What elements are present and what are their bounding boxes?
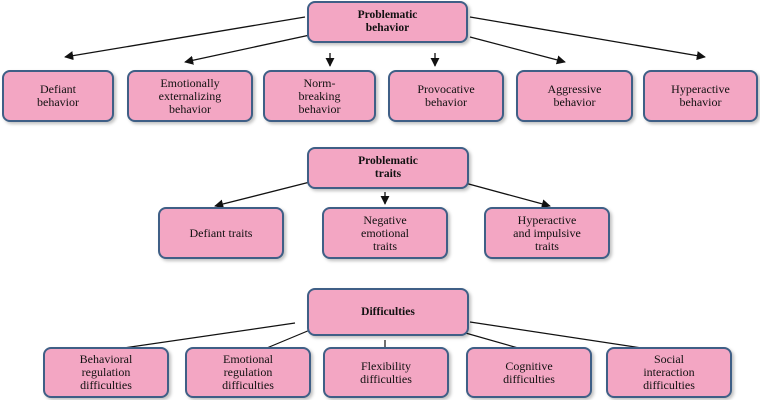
difficulties-label: Difficulties [361,305,415,318]
arrow-aggressive-behavior [469,36,566,65]
negative-emotional-traits-box: Negative emotional traits [322,207,448,259]
arrow-emotionally-externalizing-behavior [184,34,311,65]
problematic-behavior-label: Problematic behavior [357,9,418,34]
emotional-regulation-difficulties-label: Emotional regulation difficulties [222,352,274,392]
norm-breaking-behavior-box: Norm- breaking behavior [263,70,376,122]
line-behavioral-regulation [109,322,296,351]
emotionally-externalizing-behavior-label: Emotionally externalizing behavior [158,75,222,116]
arrow-hyperactive-impulsive-traits [464,182,551,209]
flexibility-difficulties-box: Flexibility difficulties [323,347,449,398]
cognitive-difficulties-label: Cognitive difficulties [503,358,555,386]
defiant-behavior-label: Defiant behavior [37,82,79,109]
flexibility-difficulties-label: Flexibility difficulties [360,358,412,386]
social-interaction-difficulties-label: Social interaction difficulties [643,352,695,392]
aggressive-behavior-box: Aggressive behavior [516,70,633,122]
emotionally-externalizing-behavior-box: Emotionally externalizing behavior [127,70,253,122]
defiant-traits-box: Defiant traits [158,207,284,259]
problematic-traits-label: Problematic traits [358,155,418,180]
hyperactive-impulsive-traits-label: Hyperactive and impulsive traits [513,212,581,253]
arrow-hyperactive-behavior [469,16,706,61]
line-emotional-regulation [261,329,311,351]
negative-emotional-traits-label: Negative emotional traits [361,212,409,253]
line-social-interaction [469,321,656,351]
defiant-behavior-box: Defiant behavior [2,70,114,122]
aggressive-behavior-label: Aggressive behavior [547,82,602,109]
emotional-regulation-difficulties-box: Emotional regulation difficulties [185,347,311,398]
behavioral-regulation-difficulties-label: Behavioral regulation difficulties [79,352,133,392]
cognitive-difficulties-box: Cognitive difficulties [466,347,592,398]
defiant-traits-label: Defiant traits [189,225,253,240]
problematic-traits-box: Problematic traits [307,147,469,189]
behavioral-regulation-difficulties-box: Behavioral regulation difficulties [43,347,169,398]
arrow-defiant-behavior [64,16,306,61]
provocative-behavior-box: Provocative behavior [388,70,504,122]
arrow-defiant-traits [214,181,311,209]
hyperactive-impulsive-traits-box: Hyperactive and impulsive traits [484,207,610,259]
hyperactive-behavior-box: Hyperactive behavior [643,70,758,122]
provocative-behavior-label: Provocative behavior [417,82,475,109]
norm-breaking-behavior-label: Norm- breaking behavior [298,75,341,116]
social-interaction-difficulties-box: Social interaction difficulties [606,347,732,398]
difficulties-box: Difficulties [307,288,469,336]
hyperactive-behavior-label: Hyperactive behavior [671,82,730,109]
problematic-behavior-box: Problematic behavior [307,1,468,43]
